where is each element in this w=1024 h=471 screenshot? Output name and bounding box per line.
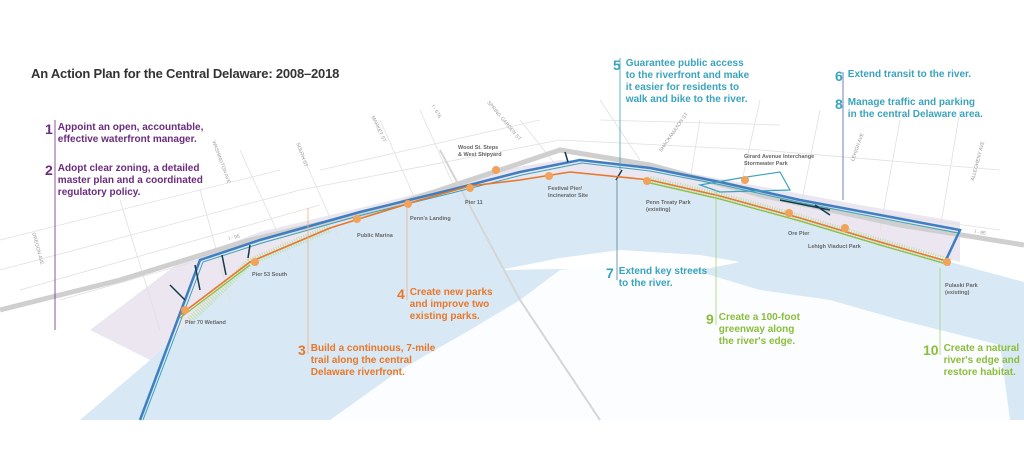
action-text: Guarantee public access to the riverfron… — [625, 58, 750, 105]
extended-key-streets — [169, 151, 831, 301]
place-label: Pier 11 — [465, 200, 483, 206]
action-text: Build a continuous, 7-mile trail along t… — [310, 343, 436, 378]
action-number: 8 — [835, 96, 843, 112]
action-text: Create a natural river's edge and restor… — [943, 343, 1020, 378]
place-label: Girard Avenue Interchange Stormwater Par… — [744, 154, 815, 167]
place-label: Penn Treaty Park (existing) — [646, 200, 691, 213]
action-number: 4 — [397, 286, 405, 302]
page-title: An Action Plan for the Central Delaware:… — [31, 66, 340, 81]
action-number: 10 — [923, 342, 939, 358]
action-text: Extend transit to the river. — [847, 69, 972, 80]
action-number: 5 — [613, 57, 621, 73]
action-text: Appoint an open, accountable, effective … — [57, 122, 204, 145]
action-number: 3 — [298, 342, 306, 358]
action-text: Extend key streets to the river. — [618, 266, 708, 289]
place-label: Ore Pier — [788, 231, 810, 237]
action-text: Adopt clear zoning, a detailed master pl… — [57, 163, 203, 198]
place-label: Pulaski Park (existing) — [945, 283, 978, 296]
place-label: Festival Pier/ Incinerator Site — [548, 186, 589, 199]
leader-lines — [54, 58, 941, 355]
place-label: Pier 70 Wetland — [185, 320, 226, 326]
action-number: 6 — [835, 68, 843, 84]
action-text: Manage traffic and parking in the centra… — [847, 97, 983, 120]
new-jersey-shore — [330, 262, 1010, 420]
transit-line — [138, 158, 962, 421]
action-number: 9 — [706, 311, 714, 327]
place-label: Pier 53 South — [252, 272, 288, 278]
place-label: Lehigh Viaduct Park — [808, 244, 861, 250]
public-access-routes — [697, 171, 792, 193]
park-markers — [181, 166, 951, 314]
action-text: Create a 100-foot greenway along the riv… — [718, 312, 800, 347]
action-text: Create new parks and improve two existin… — [409, 287, 493, 322]
place-label: Wood St. Steps & West Shipyard — [458, 145, 502, 158]
action-6: 6 Extend transit to the river. — [835, 69, 998, 83]
place-label: Public Marina — [357, 233, 393, 239]
action-number: 7 — [606, 265, 614, 281]
place-label: Penn's Landing — [410, 216, 451, 222]
action-number: 2 — [45, 162, 53, 178]
action-number: 1 — [45, 121, 53, 137]
